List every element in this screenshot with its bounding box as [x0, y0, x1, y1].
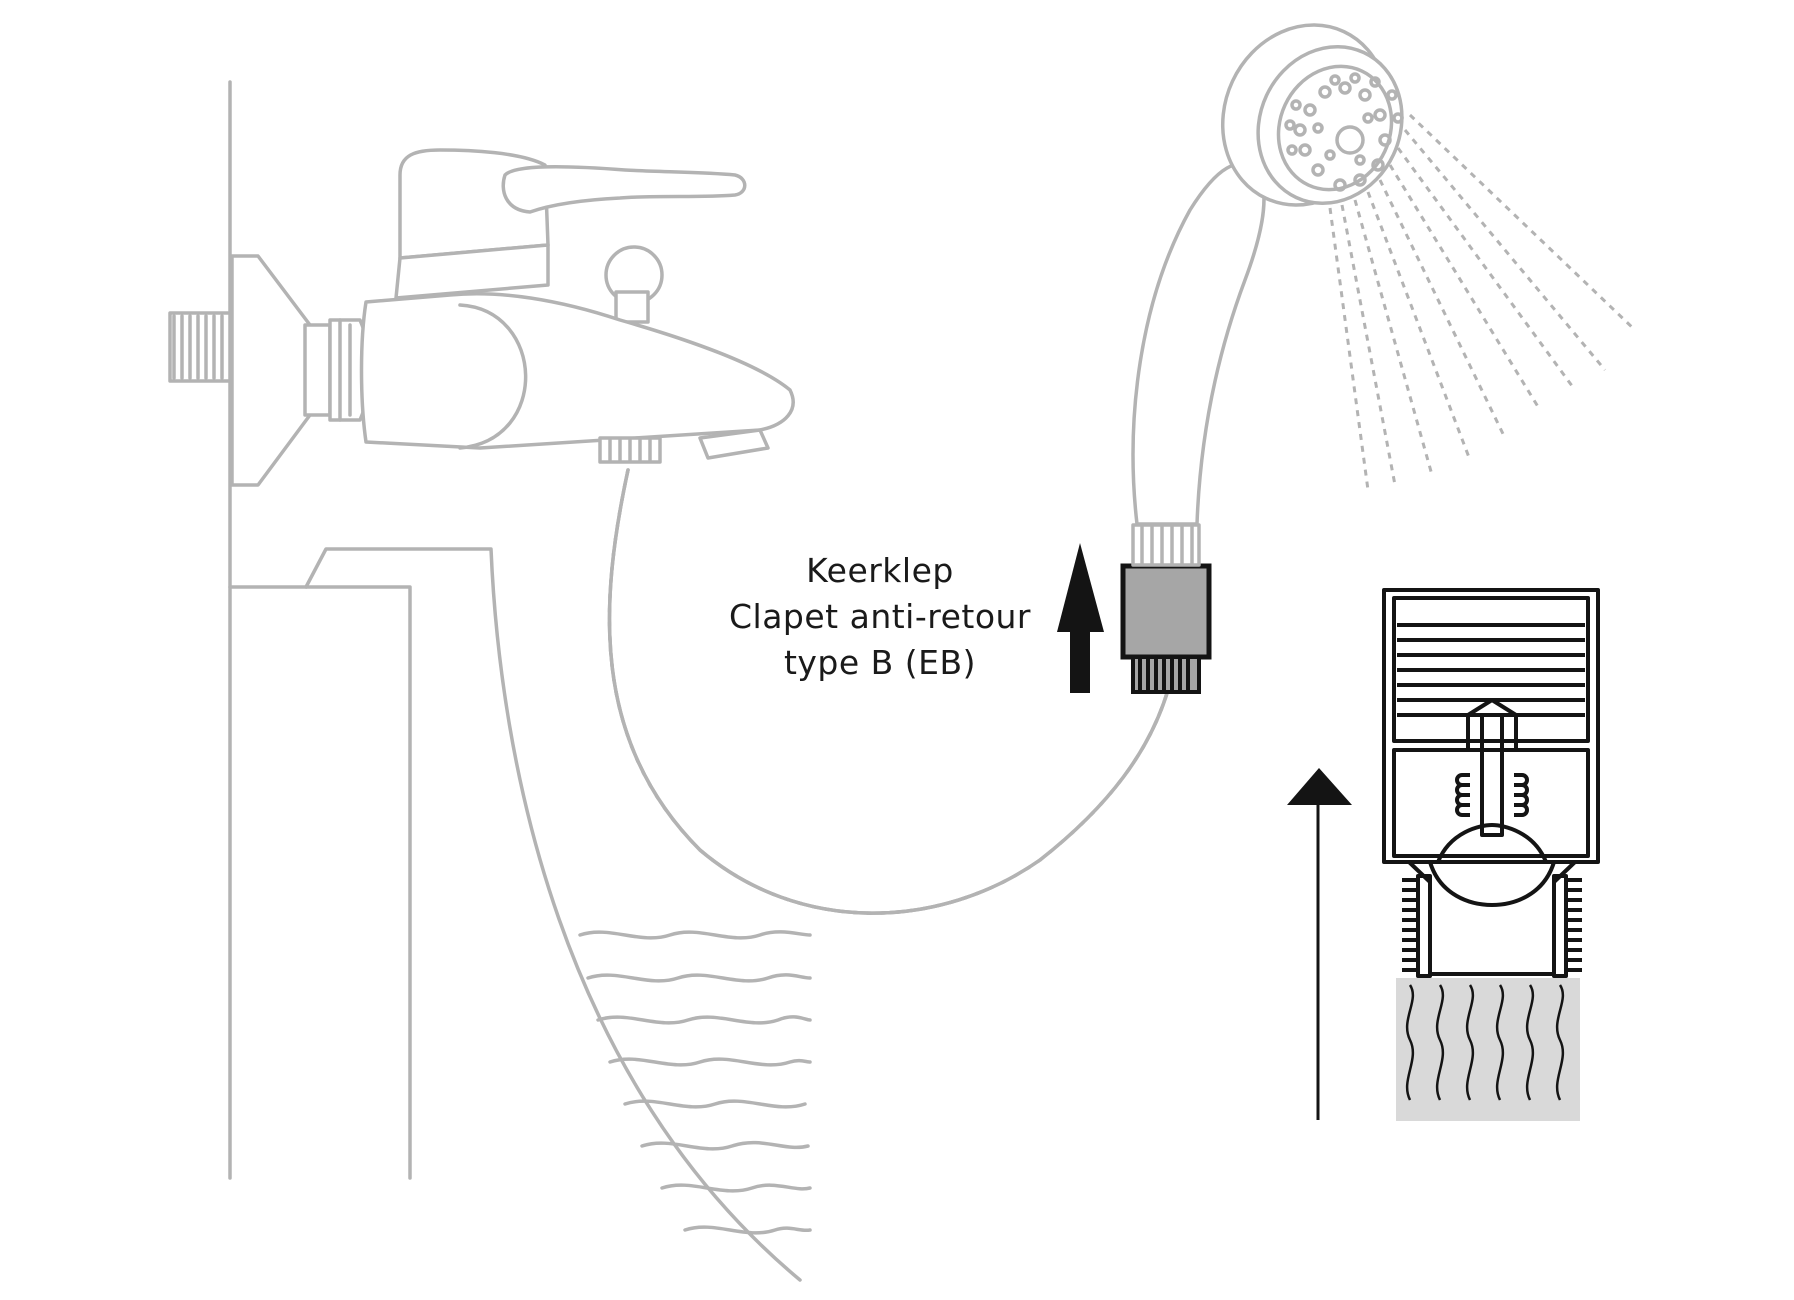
shower-head-icon — [1131, 23, 1404, 567]
valve-label-line-3: type B (EB) — [783, 643, 977, 682]
valve-label-line-1: Keerklep — [806, 551, 954, 590]
flow-arrow-icon — [1287, 768, 1352, 1120]
non-return-valve-icon — [1120, 563, 1212, 694]
bath-water-waves-icon — [578, 930, 812, 1235]
water-spray-icon — [1328, 113, 1637, 491]
valve-cross-section-icon — [1382, 588, 1600, 1121]
valve-label: Keerklep Clapet anti-retour type B (EB) — [690, 548, 1070, 686]
valve-label-line-2: Clapet anti-retour — [728, 597, 1032, 636]
shower-hose-icon — [607, 468, 1170, 915]
bathtub-icon — [228, 547, 802, 1282]
flow-arrow-icon — [1057, 543, 1104, 693]
mixer-tap-icon — [168, 148, 795, 487]
